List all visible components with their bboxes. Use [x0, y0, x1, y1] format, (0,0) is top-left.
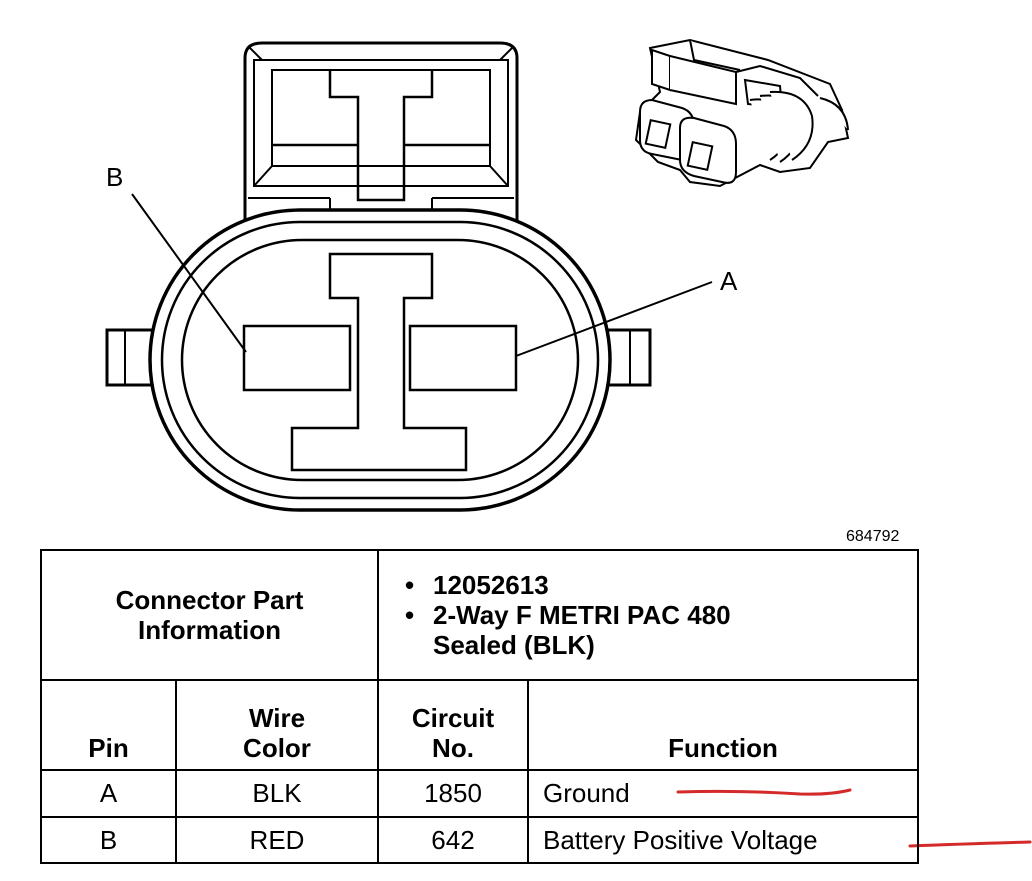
description-line2: Sealed (BLK): [433, 630, 595, 660]
connector-info-table: Connector Part Information 12052613 2-Wa…: [40, 549, 919, 864]
connector-3d-illustration: [634, 38, 850, 188]
header-label-line2: Information: [138, 615, 281, 645]
pin-cell: A: [40, 769, 177, 818]
header-label-line1: Connector Part: [115, 585, 304, 615]
circuit-cell: 1850: [377, 769, 529, 818]
wire-color-cell: BLK: [175, 769, 379, 818]
annotation-line-battery: [908, 840, 1032, 848]
circuit-cell: 642: [377, 816, 529, 864]
connector-latch: [243, 41, 519, 228]
table-row: B RED 642 Battery Positive Voltage: [40, 816, 919, 864]
function-cell: Ground: [527, 769, 919, 818]
pin-label-a: A: [720, 266, 738, 296]
figure-reference-number: 684792: [846, 528, 899, 545]
column-header-wire-color: Wire Color: [175, 679, 379, 771]
connector-description: 2-Way F METRI PAC 480 Sealed (BLK): [405, 600, 917, 660]
pin-cavity-a: [408, 324, 518, 392]
column-header-pin: Pin: [40, 679, 177, 771]
wire-color-cell: RED: [175, 816, 379, 864]
column-header-circuit-no: Circuit No.: [377, 679, 529, 771]
connector-body: [148, 208, 612, 512]
pin-cavity-b: [242, 324, 352, 392]
description-line1: 2-Way F METRI PAC 480: [433, 600, 731, 630]
leader-line-b: [131, 193, 247, 353]
function-cell: Battery Positive Voltage: [527, 816, 919, 864]
table-row: A BLK 1850 Ground: [40, 769, 919, 818]
connector-part-info-header: Connector Part Information: [40, 549, 379, 681]
part-number: 12052613: [405, 570, 917, 600]
column-header-function: Function: [527, 679, 919, 771]
pin-label-b: B: [106, 162, 123, 192]
pin-cell: B: [40, 816, 177, 864]
connector-part-details: 12052613 2-Way F METRI PAC 480 Sealed (B…: [377, 549, 919, 681]
leader-line-a: [515, 281, 713, 357]
